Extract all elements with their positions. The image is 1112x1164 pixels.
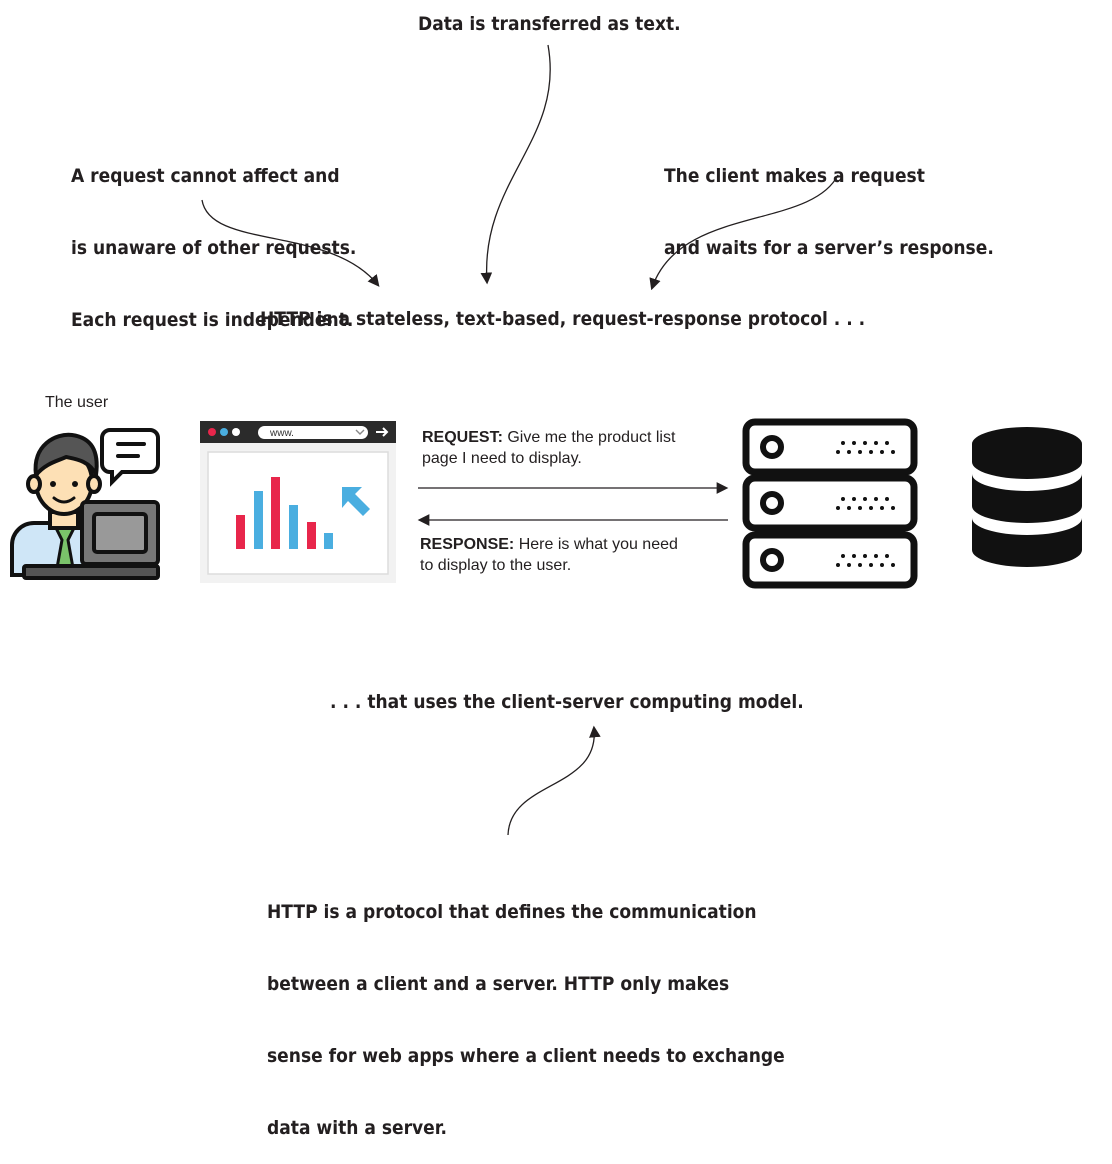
request-line-1: REQUEST: Give me the product list xyxy=(422,427,675,448)
note-independent-requests: A request cannot affect and is unaware o… xyxy=(71,116,356,356)
close-dot-icon xyxy=(208,428,216,436)
request-label: REQUEST: Give me the product list page I… xyxy=(422,427,675,469)
user-label: The user xyxy=(45,394,109,411)
request-text-1: Give me the product list xyxy=(502,429,676,446)
response-line-1: RESPONSE: Here is what you need xyxy=(420,534,678,555)
response-text-1: Here is what you need xyxy=(514,536,678,553)
chart-bar xyxy=(289,505,298,549)
note-request-response: The client makes a request and waits for… xyxy=(664,116,994,284)
response-text-2: to display to the user. xyxy=(420,557,572,574)
note-line: between a client and a server. HTTP only… xyxy=(267,973,730,995)
note-http-definition: HTTP is a protocol that defines the comm… xyxy=(267,852,785,1164)
arrow-bottom-note xyxy=(507,725,601,836)
response-label: RESPONSE: Here is what you need to displ… xyxy=(420,534,678,576)
annotation-arrows xyxy=(201,44,839,836)
address-bar-url: www. xyxy=(269,428,294,439)
note-line: and waits for a server’s response. xyxy=(664,237,994,259)
chart-bar xyxy=(236,515,245,549)
server-unit xyxy=(742,531,918,589)
response-prefix: RESPONSE: xyxy=(420,536,515,553)
server-unit xyxy=(742,474,918,532)
request-prefix: REQUEST: xyxy=(422,429,503,446)
headline-protocol: HTTP is a stateless, text-based, request… xyxy=(260,308,866,330)
note-line: is unaware of other requests. xyxy=(71,237,357,259)
chat-bubble-icon xyxy=(100,428,160,487)
chart-bar xyxy=(307,522,316,549)
note-text-transfer: Data is transferred as text. xyxy=(418,13,681,35)
minimize-dot-icon xyxy=(220,428,228,436)
arrow-left-note xyxy=(201,199,380,287)
note-line: The client makes a request xyxy=(664,165,925,187)
note-client-server-model: . . . that uses the client-server comput… xyxy=(330,691,804,713)
server-unit xyxy=(742,418,918,476)
note-line: A request cannot affect and xyxy=(71,165,340,187)
database-icon xyxy=(972,427,1082,567)
browser-window-icon: www. xyxy=(200,421,396,583)
forward-arrow-icon xyxy=(376,427,389,437)
request-text-2: page I need to display. xyxy=(422,450,582,467)
chevron-down-icon xyxy=(355,429,365,435)
chart-bar xyxy=(271,477,280,549)
cursor-arrow-icon xyxy=(342,487,370,516)
user-at-computer-icon xyxy=(10,428,160,580)
note-line: HTTP is a protocol that defines the comm… xyxy=(267,901,757,923)
note-line: Each request is independent. xyxy=(71,309,354,331)
note-line: sense for web apps where a client needs … xyxy=(267,1045,785,1067)
address-bar xyxy=(258,426,368,439)
note-line: data with a server. xyxy=(267,1117,447,1139)
arrow-top-note xyxy=(480,44,551,285)
server-rack-icon xyxy=(742,418,918,589)
chart-bar xyxy=(254,491,263,549)
chart-bar xyxy=(324,533,333,549)
arrow-right-note xyxy=(649,174,839,291)
maximize-dot-icon xyxy=(232,428,240,436)
